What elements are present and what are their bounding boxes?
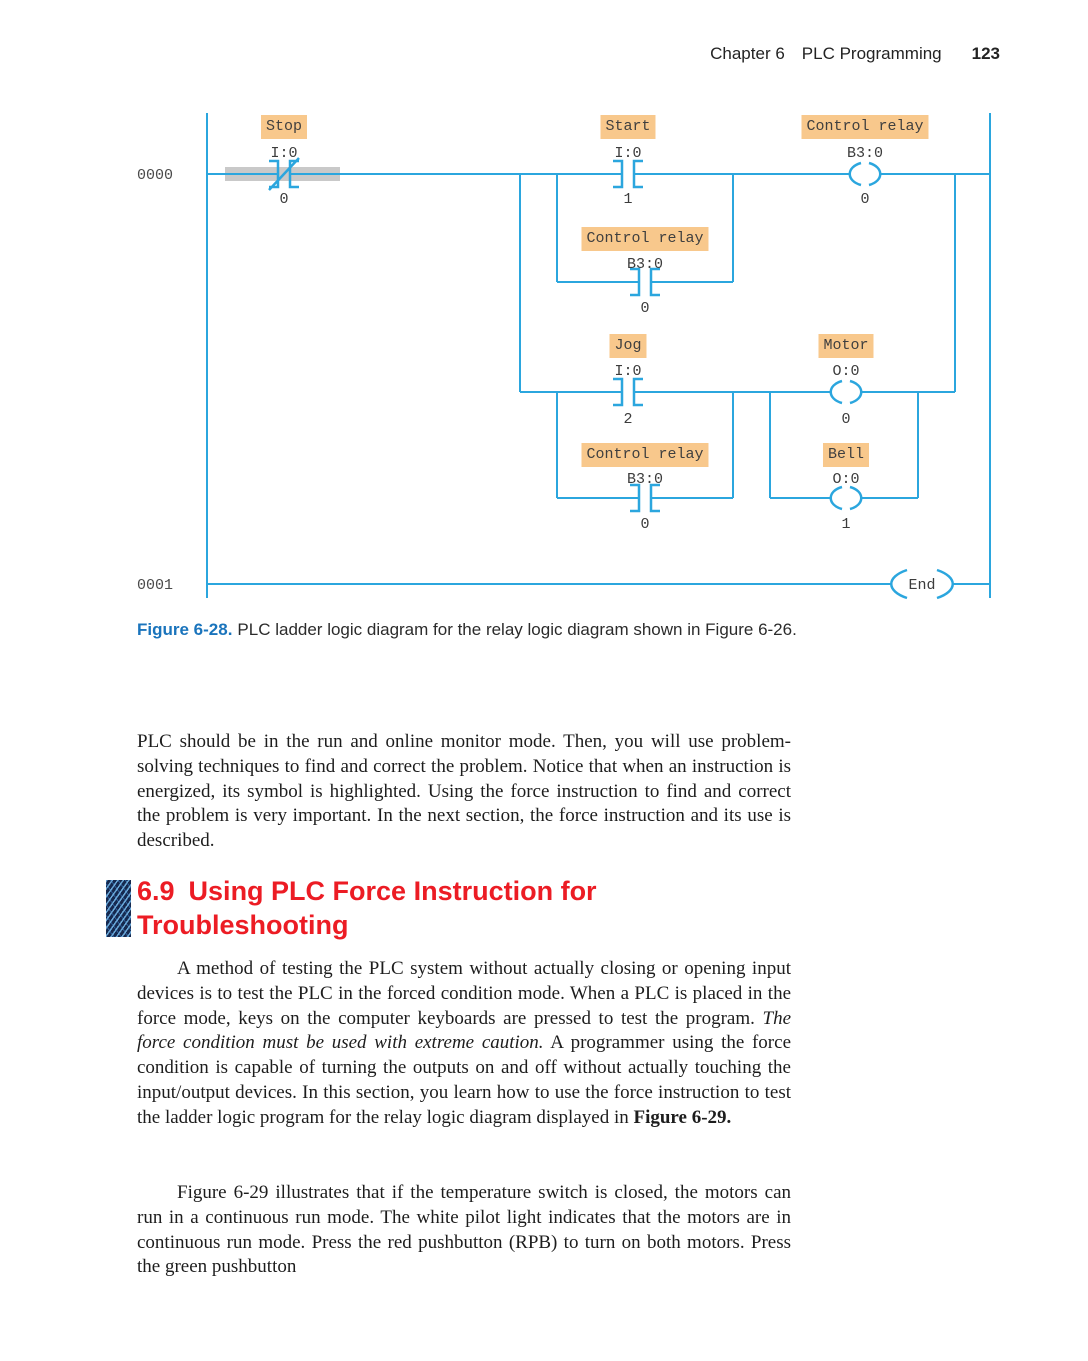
paragraph-3-text: Figure 6-29 illustrates that if the temp… <box>137 1182 791 1278</box>
bit-control-relay-coil: 0 <box>860 191 870 208</box>
page-header: Chapter 6 PLC Programming 123 <box>710 44 1000 64</box>
bit-motor: 0 <box>841 411 851 428</box>
address-stop: I:0 <box>270 145 298 162</box>
ladder-logic-diagram: 0000 0001 End <box>137 113 991 600</box>
instruction-tag-control-relay-jog: Control relay <box>581 443 709 467</box>
bell-coil <box>829 485 863 511</box>
end-coil <box>890 568 954 600</box>
section-heading: 6.9 Using PLC Force Instruction for Troub… <box>137 874 597 942</box>
section-title-line2: Troubleshooting <box>137 910 349 940</box>
paragraph-2-italic-text: The force condition must be used with ex… <box>137 1007 791 1054</box>
instruction-tag-stop: Stop <box>260 115 308 139</box>
section-title-line1: Using PLC Force Instruction for <box>188 876 597 906</box>
motor-coil <box>829 379 863 405</box>
paragraph-1-text: PLC should be in the run and online moni… <box>137 731 791 852</box>
ladder-wires <box>206 113 991 598</box>
control-relay-coil <box>848 161 882 187</box>
paragraph-2-text-continued: A programmer using the force condition i… <box>137 1032 792 1128</box>
address-control-relay-coil: B3:0 <box>846 145 884 162</box>
instruction-tag-control-relay-coil: Control relay <box>801 115 929 139</box>
stop-nc-contact <box>268 157 300 191</box>
bit-bell: 1 <box>841 516 851 533</box>
figure-caption-label: Figure 6-28. <box>137 620 233 639</box>
end-instruction-label: End <box>908 577 935 594</box>
body-paragraph-1: PLC should be in the run and online moni… <box>137 730 791 854</box>
section-heading-line1: 6.9 Using PLC Force Instruction for <box>137 874 597 908</box>
address-start: I:0 <box>614 145 642 162</box>
jog-no-contact <box>613 377 643 407</box>
running-title: PLC Programming <box>801 44 942 63</box>
rung-number-0001: 0001 <box>137 577 173 594</box>
bit-start: 1 <box>623 191 633 208</box>
section-number: 6.9 <box>137 876 175 906</box>
page-number: 123 <box>971 44 1000 63</box>
instruction-tag-control-relay-seal: Control relay <box>581 227 709 251</box>
address-control-relay-seal: B3:0 <box>626 256 664 273</box>
rung-number-0000: 0000 <box>137 167 173 184</box>
ladder-symbols <box>268 157 954 600</box>
instruction-tag-jog: Jog <box>609 334 647 358</box>
start-no-contact <box>613 159 643 189</box>
body-paragraph-3: Figure 6-29 illustrates that if the temp… <box>137 1181 791 1280</box>
control-relay-seal-contact <box>630 267 660 297</box>
instruction-tag-bell: Bell <box>822 443 870 467</box>
address-motor: O:0 <box>832 363 860 380</box>
paragraph-2-text: A method of testing the PLC system witho… <box>137 958 791 1029</box>
bit-control-relay-jog: 0 <box>640 516 650 533</box>
figure-caption-text: PLC ladder logic diagram for the relay l… <box>237 620 797 639</box>
figure-caption: Figure 6-28.PLC ladder logic diagram for… <box>137 620 1017 640</box>
bit-jog: 2 <box>623 411 633 428</box>
address-jog: I:0 <box>614 363 642 380</box>
bit-control-relay-seal: 0 <box>640 300 650 317</box>
instruction-tag-motor: Motor <box>818 334 874 358</box>
running-chapter: Chapter 6 <box>710 44 785 63</box>
instruction-tag-start: Start <box>600 115 656 139</box>
section-heading-icon <box>106 880 131 937</box>
bit-stop: 0 <box>279 191 289 208</box>
body-paragraph-2: A method of testing the PLC system witho… <box>137 957 791 1131</box>
address-control-relay-jog: B3:0 <box>626 471 664 488</box>
paragraph-2-figure-reference: Figure 6-29. <box>633 1106 732 1128</box>
control-relay-jog-contact <box>630 483 660 513</box>
address-bell: O:0 <box>832 471 860 488</box>
